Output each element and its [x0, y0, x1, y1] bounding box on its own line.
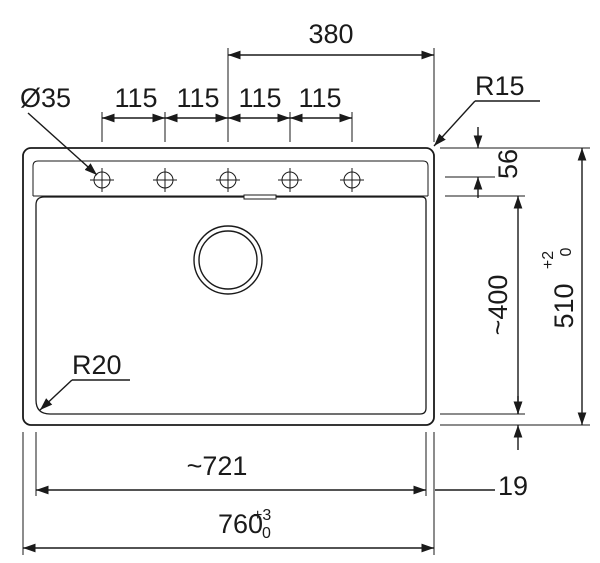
tap-hole — [340, 168, 364, 192]
bowl-radius-label: R20 — [72, 350, 122, 380]
dim-400-label: ~400 — [483, 275, 513, 336]
bowl-radius-leader — [39, 379, 73, 411]
dim-510-tol-lower: 0 — [558, 247, 575, 256]
dim-760-label: 760 — [218, 509, 263, 539]
drain-outer — [193, 225, 263, 295]
tap-hole — [278, 168, 302, 192]
spacing-label: 115 — [114, 83, 157, 113]
dim-19-label: 19 — [498, 471, 528, 501]
dim-760-tol-lower: 0 — [262, 525, 271, 542]
sink-outline — [22, 147, 435, 426]
dim-56-label: 56 — [493, 149, 523, 179]
tap-ledge — [32, 160, 429, 196]
dim-380-label: 380 — [308, 19, 353, 49]
dim-510-label: 510 — [549, 283, 579, 328]
tap-hole — [90, 168, 114, 192]
bowl-outline — [35, 196, 427, 415]
hole-diameter-label: Ø35 — [20, 83, 71, 113]
dim-760-tol-upper: +3 — [253, 507, 271, 524]
dim-721-label: ~721 — [187, 451, 248, 481]
spacing-label: 115 — [238, 83, 281, 113]
spacing-label: 115 — [298, 83, 341, 113]
overflow-slot — [243, 194, 277, 200]
dim-510-tol-upper: +2 — [540, 251, 557, 269]
spacing-label: 115 — [176, 83, 219, 113]
outer-radius-label: R15 — [475, 71, 525, 101]
tap-hole — [153, 168, 177, 192]
outer-radius-leader — [433, 100, 476, 147]
drain-inner — [198, 230, 258, 290]
hole-diameter-leader — [27, 112, 98, 176]
tap-hole — [216, 168, 240, 192]
